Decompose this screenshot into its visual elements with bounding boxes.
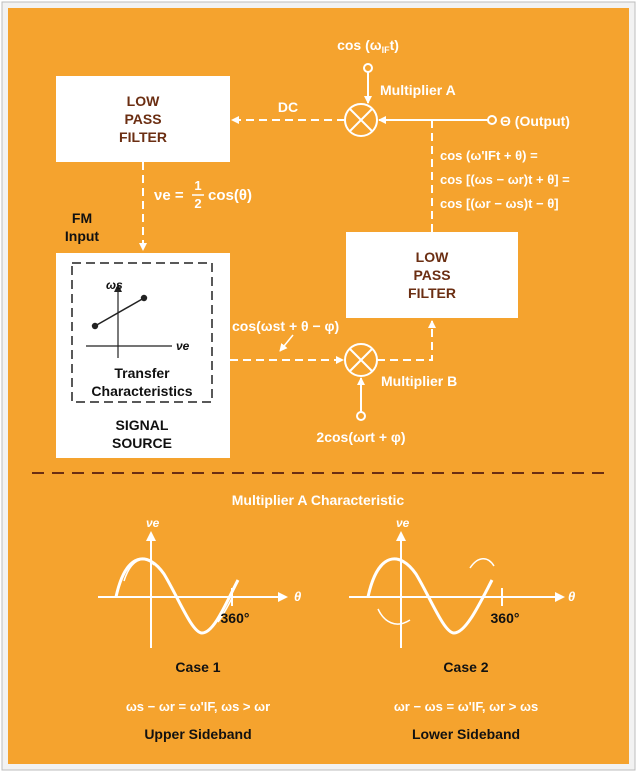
case2-plot — [349, 531, 565, 648]
ve-eq-num: 1 — [194, 178, 201, 193]
case1-label: Case 1 — [175, 659, 220, 675]
characteristic-title: Multiplier A Characteristic — [232, 492, 405, 508]
case1-x-axis-label: θ — [294, 589, 301, 604]
transfer-label-line2: Characteristics — [91, 383, 192, 399]
low-pass-filter-1 — [56, 76, 230, 162]
input-b-label: 2cos(ωrt + φ) — [316, 429, 405, 445]
ve-eq-left: νe = — [154, 187, 184, 204]
equation-line1: cos (ω'IFt + θ) = — [440, 148, 538, 163]
output-terminal — [487, 115, 497, 125]
transfer-x-axis-label: νe — [176, 339, 190, 353]
multiplier-a-label: Multiplier A — [380, 82, 456, 98]
case2-x-axis-label: θ — [568, 589, 575, 604]
case1-sideband: Upper Sideband — [144, 726, 251, 742]
ve-eq-den: 2 — [194, 196, 201, 211]
case2-y-axis-label: νe — [396, 516, 410, 530]
lpf2-line3: FILTER — [408, 285, 456, 301]
input-a-label: cos (ωIFt) — [337, 37, 399, 55]
input-b-terminal — [356, 411, 366, 421]
fm-input-line2: Input — [65, 228, 100, 244]
lpf1-line3: FILTER — [119, 129, 167, 145]
signal-source-line2: SOURCE — [112, 435, 172, 451]
signal-source-line1: SIGNAL — [116, 417, 169, 433]
ve-eq-right: cos(θ) — [208, 187, 252, 204]
signal-source-box — [56, 253, 230, 458]
case1-plot — [98, 531, 288, 648]
lpf1-line2: PASS — [124, 111, 161, 127]
case2-label: Case 2 — [443, 659, 488, 675]
transfer-characteristic-frame — [71, 262, 213, 403]
lpf2-line1: LOW — [416, 249, 449, 265]
equation-line2: cos [(ωs − ωr)t + θ] = — [440, 172, 570, 187]
dc-label: DC — [278, 99, 298, 115]
lpf2-line2: PASS — [413, 267, 450, 283]
fm-input-line1: FM — [72, 210, 92, 226]
case1-y-axis-label: νe — [146, 516, 160, 530]
case2-tick-label: 360° — [491, 610, 520, 626]
multiplier-a-symbol — [344, 103, 378, 137]
multiplier-b-label: Multiplier B — [381, 373, 457, 389]
case2-equation: ωr − ωs = ω'IF, ωr > ωs — [394, 699, 538, 714]
case1-equation: ωs − ωr = ω'IF, ωs > ωr — [126, 699, 270, 714]
transfer-y-axis-label: ωs — [106, 278, 123, 292]
equation-line3: cos [(ωr − ωs)t − θ] — [440, 196, 559, 211]
multiplier-b-input-label: cos(ωst + θ − φ) — [232, 318, 339, 334]
transfer-characteristic-plot — [86, 284, 172, 358]
label-pointer-arrow — [279, 334, 294, 352]
low-pass-filter-2 — [346, 232, 518, 318]
transfer-label-line1: Transfer — [114, 365, 170, 381]
output-label: Θ (Output) — [500, 113, 570, 129]
lpf1-line1: LOW — [127, 93, 160, 109]
case2-sideband: Lower Sideband — [412, 726, 520, 742]
multiplier-b-symbol — [344, 343, 378, 377]
multiplier-b-output-wire — [377, 320, 436, 361]
case1-tick-label: 360° — [221, 610, 250, 626]
